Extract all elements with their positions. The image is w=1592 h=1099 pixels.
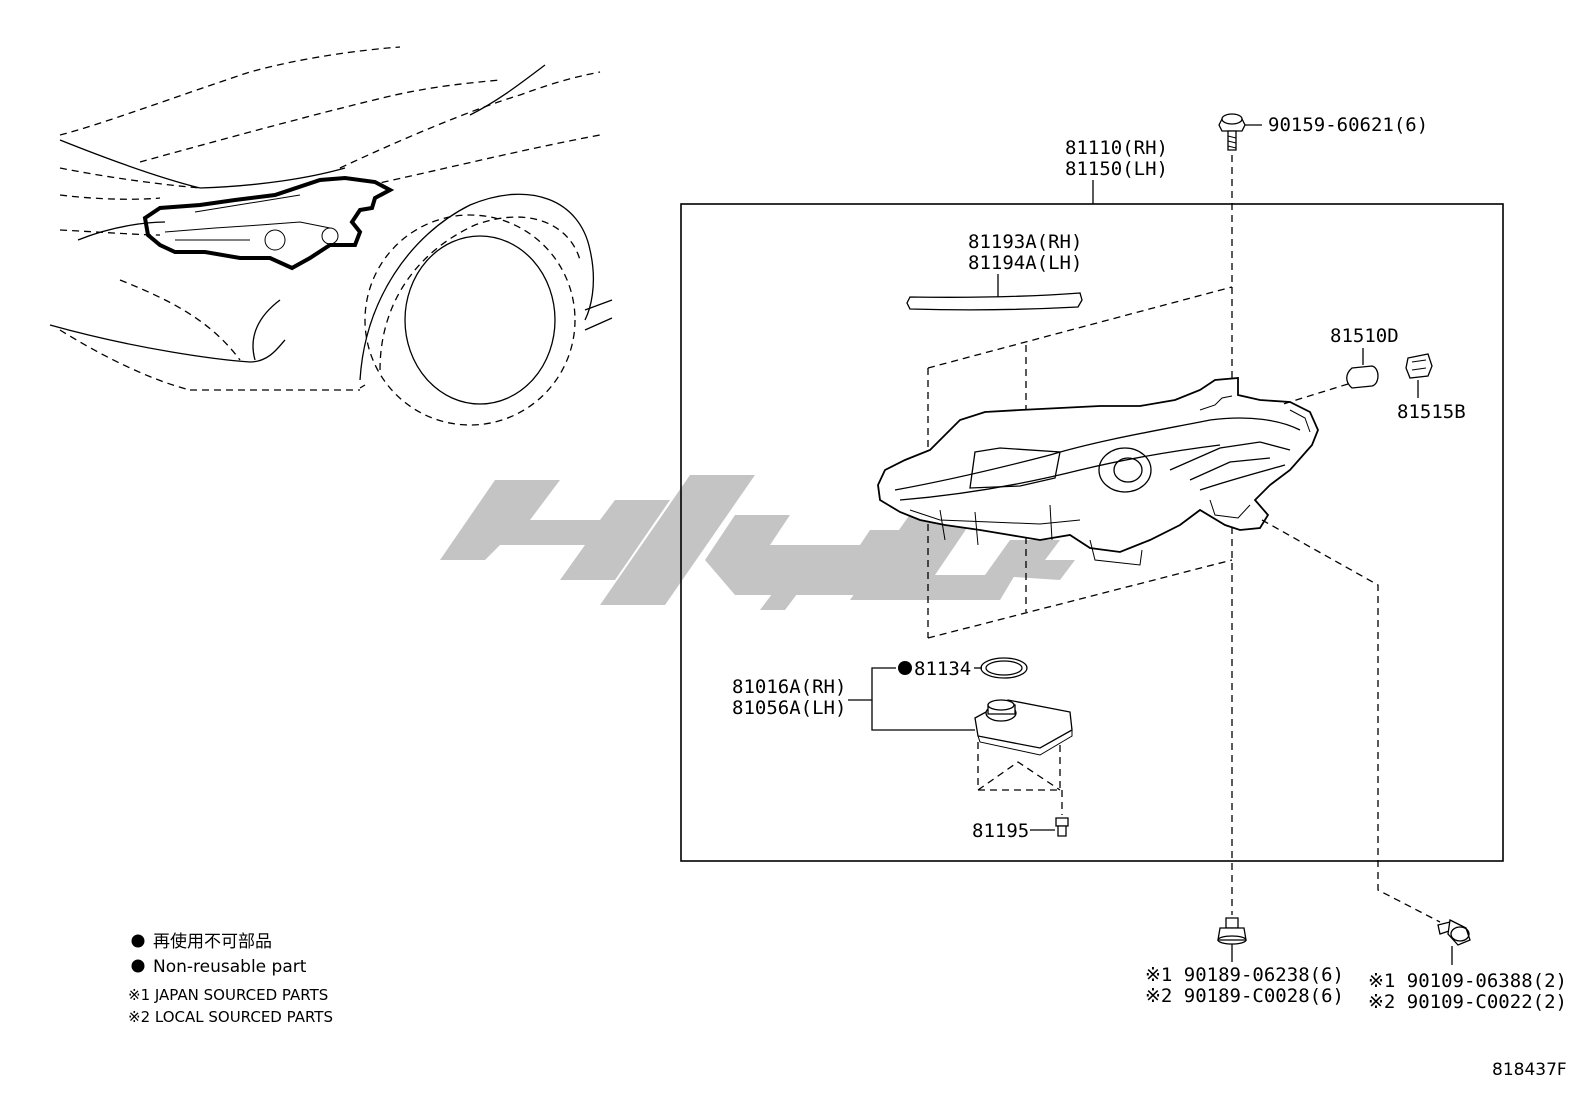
label-ballast-rh: 81016A(RH): [732, 676, 846, 698]
assembly-callout: 81110(RH) 81150(LH): [1065, 137, 1168, 204]
socket-81515b: 81515B: [1397, 353, 1466, 423]
bolt-bottom-right: ※1 90109-06388(2) ※2 90109-C0022(2): [1368, 919, 1567, 1013]
label-ballast-lh: 81056A(LH): [732, 697, 846, 719]
non-reusable-dot: [898, 661, 912, 675]
bulb-81510d: 81510D: [1279, 325, 1399, 406]
label-nut-a1: ※1 90189-06238(6): [1145, 964, 1344, 986]
label-nut-a2: ※2 90189-C0028(6): [1145, 985, 1344, 1007]
assembly-frame: [680, 203, 1504, 862]
legend-dot-icon: [131, 959, 145, 973]
label-screw: 81195: [972, 820, 1029, 842]
legend-non-reusable-jp: 再使用不可部品: [153, 931, 272, 952]
legend: 再使用不可部品 Non-reusable part ※1 JAPAN SOURC…: [128, 931, 333, 1026]
legend-japan-sourced: ※1 JAPAN SOURCED PARTS: [128, 986, 328, 1004]
label-assembly-lh: 81150(LH): [1065, 158, 1168, 180]
diagram-code: 818437F: [1492, 1060, 1567, 1080]
headlight-unit: [877, 377, 1319, 566]
headlight-cover-strip: 81193A(RH) 81194A(LH): [906, 231, 1083, 311]
legend-dot-icon: [131, 934, 145, 948]
watermark-logo: [440, 450, 1075, 610]
label-gasket: 81134: [914, 658, 971, 680]
label-bolt-b2: ※2 90109-C0022(2): [1368, 991, 1567, 1013]
label-socket: 81515B: [1397, 401, 1466, 423]
ballast-group: 81016A(RH) 81056A(LH) 81134 81195: [732, 657, 1073, 842]
leader-bolt-bottom-right: [1261, 519, 1441, 923]
label-bolt-b1: ※1 90109-06388(2): [1368, 970, 1567, 992]
label-assembly-rh: 81110(RH): [1065, 137, 1168, 159]
legend-local-sourced: ※2 LOCAL SOURCED PARTS: [128, 1008, 333, 1026]
bolt-top: 90159-60621(6): [1218, 113, 1428, 151]
legend-non-reusable-en: Non-reusable part: [153, 957, 307, 977]
label-cover-lh: 81194A(LH): [968, 252, 1082, 274]
car-front-illustration: [49, 46, 613, 426]
nut-bottom-center: ※1 90189-06238(6) ※2 90189-C0028(6): [1145, 917, 1344, 1007]
label-cover-rh: 81193A(RH): [968, 231, 1082, 253]
label-bulb: 81510D: [1330, 325, 1399, 347]
label-bolt-top: 90159-60621(6): [1268, 114, 1428, 136]
